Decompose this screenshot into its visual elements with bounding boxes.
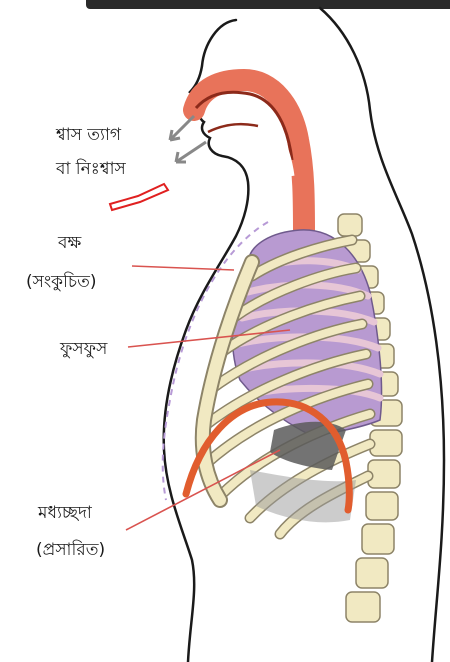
label-diaphragm-line1: মধ্যচ্ছদা <box>38 503 92 523</box>
label-exhale-line2: বা নিঃশ্বাস <box>56 159 126 179</box>
airway <box>194 80 304 235</box>
red-annotation-mark <box>110 184 168 210</box>
label-diaphragm-line2: (প্রসারিত) <box>36 540 105 560</box>
label-chest-line2: (সংকুচিত) <box>26 272 97 292</box>
exhale-arrows <box>170 116 206 162</box>
label-lungs: ফুসফুস <box>60 339 107 359</box>
label-chest-line1: বক্ষ <box>58 233 81 253</box>
label-exhale-line1: শ্বাস ত্যাগ <box>56 125 121 145</box>
